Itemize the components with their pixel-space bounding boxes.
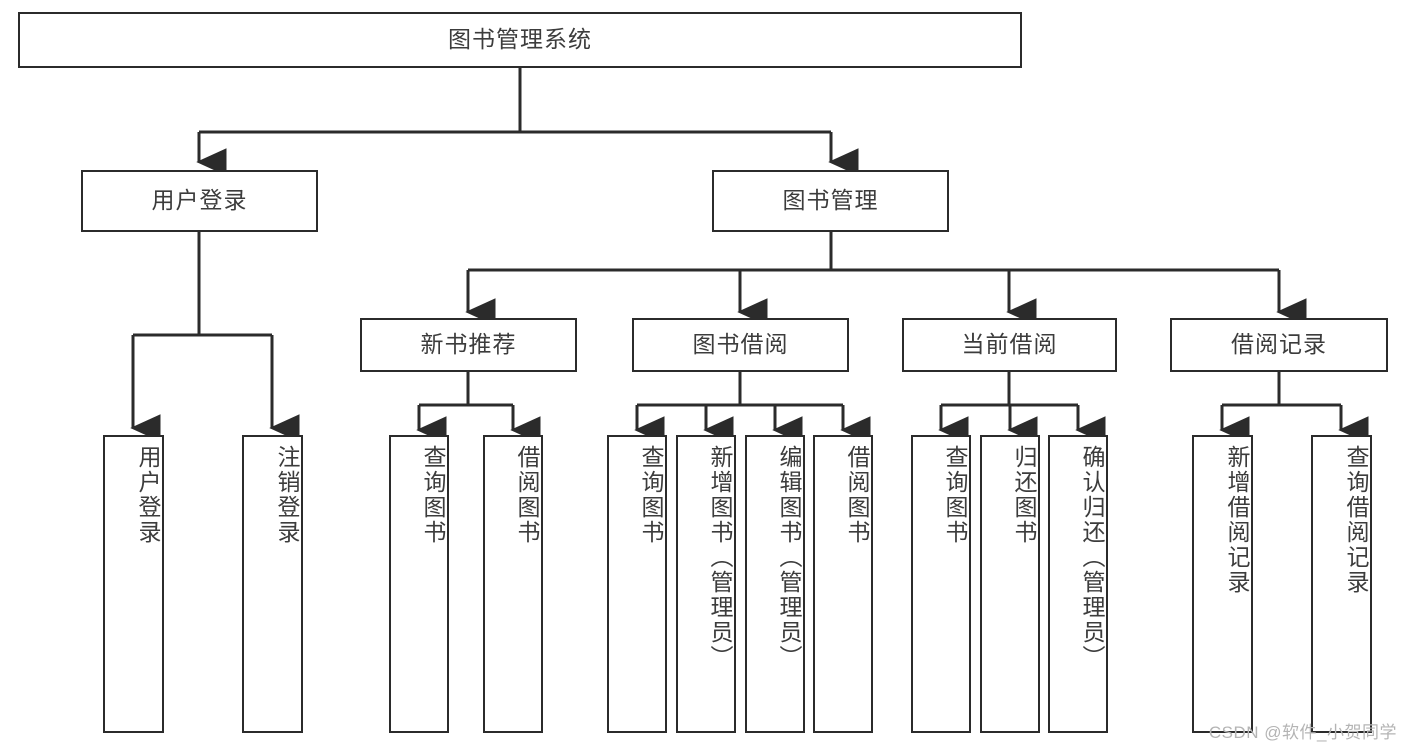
leaf-user-login[interactable]: 用户登录 [103, 435, 164, 733]
node-new-book-recommend[interactable]: 新书推荐 [360, 318, 577, 372]
node-label: 借阅图书 [514, 445, 540, 545]
node-label: 用户登录 [151, 187, 248, 214]
node-label: 新书推荐 [420, 331, 517, 358]
leaf-return-book[interactable]: 归还图书 [980, 435, 1040, 733]
node-current-borrow[interactable]: 当前借阅 [902, 318, 1117, 372]
leaf-query-book-borrow[interactable]: 查询图书 [607, 435, 667, 733]
node-label: 图书管理 [782, 187, 879, 214]
node-label: 图书借阅 [692, 331, 789, 358]
leaf-query-book-current[interactable]: 查询图书 [911, 435, 971, 733]
node-label: 查询图书 [638, 445, 664, 545]
node-label: 用户登录 [135, 445, 161, 545]
node-label: 查询图书 [942, 445, 968, 545]
leaf-query-book-recommend[interactable]: 查询图书 [389, 435, 449, 733]
node-label: 新增借阅记录 [1224, 445, 1250, 595]
node-root-book-management-system[interactable]: 图书管理系统 [18, 12, 1022, 68]
node-user-login[interactable]: 用户登录 [81, 170, 318, 232]
node-label: 查询借阅记录 [1343, 445, 1369, 595]
csdn-watermark: CSDN @软件_小贺同学 [1208, 723, 1397, 742]
node-label: 图书管理系统 [448, 26, 592, 53]
node-label: 注销登录 [274, 445, 300, 545]
node-label: 编辑图书（管理员） [776, 445, 802, 670]
node-book-borrow[interactable]: 图书借阅 [632, 318, 849, 372]
node-label: 查询图书 [420, 445, 446, 545]
node-label: 新增图书（管理员） [707, 445, 733, 670]
leaf-query-borrow-record[interactable]: 查询借阅记录 [1311, 435, 1372, 733]
node-label: 归还图书 [1011, 445, 1037, 545]
leaf-logout-login[interactable]: 注销登录 [242, 435, 303, 733]
leaf-add-book-admin[interactable]: 新增图书（管理员） [676, 435, 736, 733]
leaf-borrow-book-recommend[interactable]: 借阅图书 [483, 435, 543, 733]
leaf-add-borrow-record[interactable]: 新增借阅记录 [1192, 435, 1253, 733]
node-label: 当前借阅 [961, 331, 1058, 358]
node-book-management[interactable]: 图书管理 [712, 170, 949, 232]
leaf-confirm-return-admin[interactable]: 确认归还（管理员） [1048, 435, 1108, 733]
node-borrow-record[interactable]: 借阅记录 [1170, 318, 1388, 372]
leaf-edit-book-admin[interactable]: 编辑图书（管理员） [745, 435, 805, 733]
node-label: 借阅记录 [1231, 331, 1327, 358]
node-label: 借阅图书 [844, 445, 870, 545]
node-label: 确认归还（管理员） [1079, 445, 1105, 670]
leaf-borrow-book[interactable]: 借阅图书 [813, 435, 873, 733]
